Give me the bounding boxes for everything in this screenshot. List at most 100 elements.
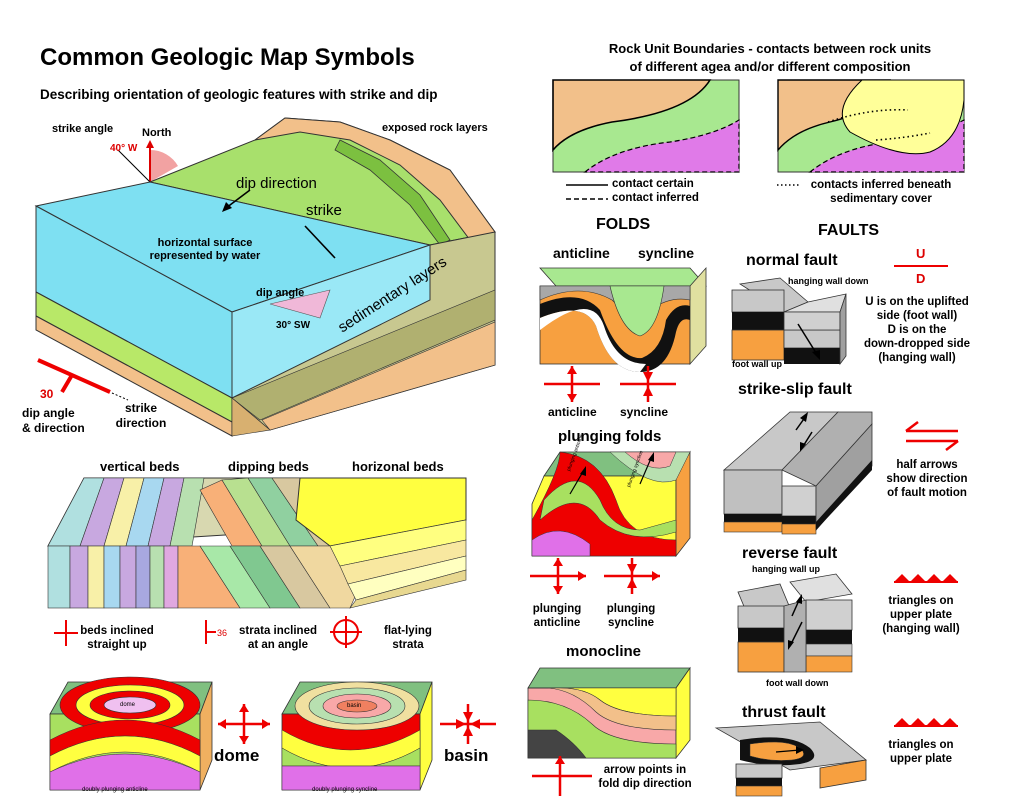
anticline-label: anticline — [548, 405, 597, 419]
horizontal-beds-label: horizonal beds — [352, 459, 444, 474]
north-label: North — [142, 127, 172, 139]
plunging-folds-diagram — [530, 450, 691, 594]
fold-white-band — [540, 308, 646, 372]
dome-caption: doubly plunging anticline — [82, 787, 148, 793]
plunging-anticline-symbol — [530, 558, 586, 594]
beds-block-diagram — [47, 477, 467, 648]
dip-direction-arrow — [225, 189, 251, 209]
thrust-triangles-symbol — [894, 718, 958, 727]
faults-heading: FAULTS — [818, 222, 880, 239]
flat-lying-symbol — [330, 616, 362, 648]
hanging-wall-down-label: hanging wall down — [788, 276, 869, 286]
syncline-symbol — [620, 366, 676, 402]
foot-wall-up-label: foot wall up — [732, 359, 782, 369]
horizontal-beds-side — [329, 519, 467, 609]
layer-bottom-right — [231, 397, 271, 437]
strike-pointer-line — [111, 392, 129, 401]
strike-angle-label: strike angle — [52, 123, 114, 135]
basin-block — [281, 681, 433, 791]
sed-band-tan — [261, 321, 496, 431]
half-arrows-symbol — [905, 421, 959, 451]
folds-heading: FOLDS — [596, 216, 651, 233]
sed-band-olive — [231, 289, 496, 421]
normal-fault-u: U — [916, 246, 926, 261]
basin-caption: doubly plunging syncline — [312, 787, 378, 793]
syncline-top-label: syncline — [638, 245, 695, 261]
contact-inferred-label: contact inferred — [612, 192, 699, 204]
dome-inner-label: dome — [120, 702, 136, 708]
north-arrow-head — [146, 140, 154, 148]
strike-angle-wedge — [150, 149, 178, 182]
contact-certain-label: contact certain — [612, 178, 694, 190]
strike-label: strike — [306, 202, 342, 219]
dip-angle-label: dip angle — [256, 287, 305, 299]
basin-label: basin — [444, 746, 489, 765]
normal-fault-diagram — [731, 265, 948, 366]
strike-slip-heading: strike-slip fault — [738, 381, 852, 398]
fold-green-core — [609, 285, 665, 337]
vertical-beds-top — [47, 477, 205, 547]
anticline-symbol — [544, 366, 600, 402]
beds-vertical-symbol — [54, 620, 78, 646]
dip-angle-direction-label: dip angle& direction — [22, 406, 85, 435]
reverse-triangles-symbol — [894, 574, 958, 583]
strike-line — [304, 225, 336, 259]
dip-direction-label: dip direction — [236, 175, 317, 192]
strike-dip-block-diagram — [34, 117, 496, 437]
beds-front-face — [47, 545, 359, 609]
contacts-heading: Rock Unit Boundaries - contacts between … — [608, 41, 932, 74]
strata-angle-number: 36 — [217, 628, 228, 638]
page-subtitle: Describing orientation of geologic featu… — [40, 87, 438, 102]
anticline-syncline-diagram — [539, 266, 707, 402]
exposed-rock-layers-label: exposed rock layers — [382, 122, 488, 134]
basin-symbol — [440, 704, 496, 744]
monocline-heading: monocline — [566, 643, 642, 660]
basin-inner-label: basin — [347, 703, 362, 709]
plunging-folds-heading: plunging folds — [558, 428, 662, 445]
hanging-wall-up-label: hanging wall up — [752, 564, 820, 574]
vertical-beds-label: vertical beds — [100, 459, 180, 474]
strike-symbol-line — [37, 358, 111, 394]
dome-block — [49, 676, 213, 791]
monocline-symbol — [532, 756, 592, 796]
dip-angle-value: 30° SW — [276, 320, 311, 331]
water-right-face — [231, 244, 431, 399]
reverse-fault-heading: reverse fault — [742, 545, 838, 562]
strike-angle-line — [117, 149, 151, 183]
normal-fault-d: D — [916, 271, 926, 286]
reverse-fault-diagram — [737, 573, 958, 673]
fold-black-band — [540, 297, 690, 372]
strike-slip-diagram — [722, 411, 959, 535]
dome-basin-diagram — [49, 676, 496, 791]
syncline-label: syncline — [620, 405, 669, 419]
dipping-beds-label: dipping beds — [228, 459, 309, 474]
page-title: Common Geologic Map Symbols — [40, 44, 415, 71]
strike-angle-value: 40° W — [110, 143, 138, 154]
dip-symbol-number: 30 — [40, 387, 54, 401]
dip-direction-arrowhead — [222, 202, 232, 212]
dome-symbol — [218, 704, 270, 744]
anticline-top-label: anticline — [553, 245, 610, 261]
normal-fault-heading: normal fault — [746, 252, 838, 269]
dip-symbol-tick — [60, 373, 74, 394]
dome-label: dome — [214, 746, 260, 765]
strata-inclined-symbol — [205, 620, 216, 644]
contacts-diagrams — [552, 79, 965, 200]
contact-certain-box — [552, 79, 740, 173]
foot-wall-down-label: foot wall down — [766, 678, 829, 688]
contact-inferred-box — [777, 79, 965, 173]
